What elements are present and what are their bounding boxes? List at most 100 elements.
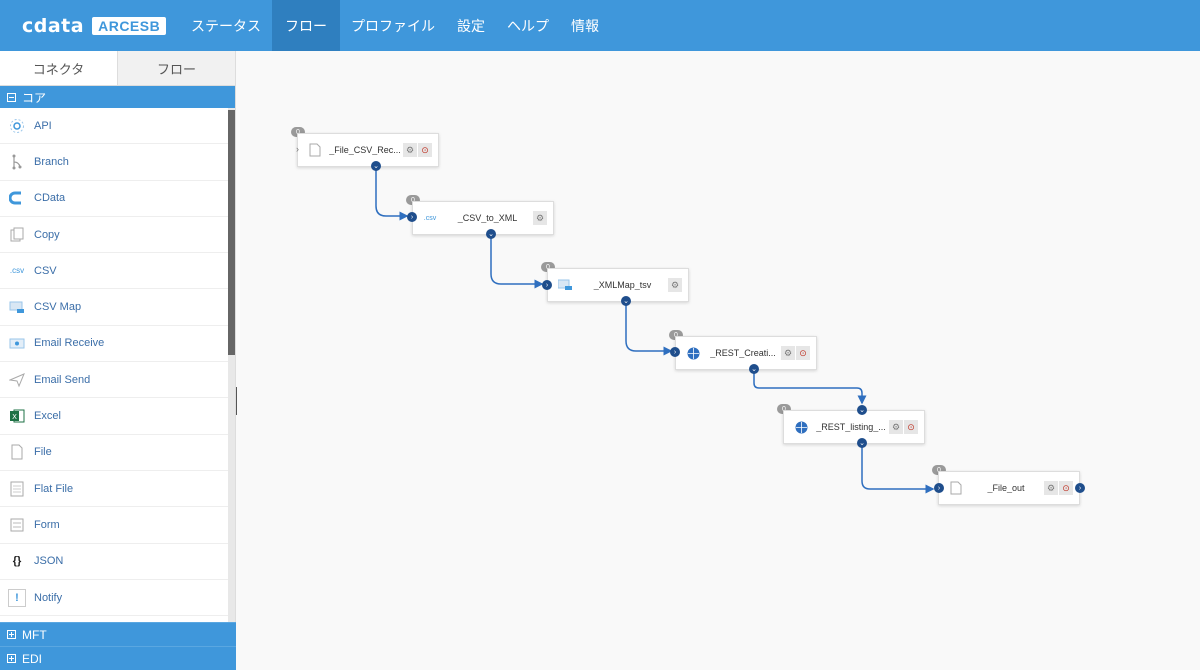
- connector-label: CSV Map: [34, 301, 82, 314]
- node-label: _File_CSV_Rec...: [329, 145, 401, 155]
- node-badge: 0: [932, 465, 946, 475]
- input-port[interactable]: ⌄: [857, 405, 867, 415]
- output-port[interactable]: ⌄: [371, 161, 381, 171]
- connector-item-branch[interactable]: Branch: [0, 144, 229, 181]
- connector-item-email-send[interactable]: Email Send: [0, 362, 229, 399]
- section-mft[interactable]: MFT: [0, 622, 236, 646]
- connector-item-excel[interactable]: X Excel: [0, 398, 229, 435]
- node-actions: ⚙ ⊙: [402, 143, 432, 157]
- rest-icon: [686, 346, 700, 360]
- flow-node-rest-creation[interactable]: _REST_Creati... ⚙ ⊙: [675, 336, 817, 370]
- gear-icon[interactable]: ⚙: [889, 420, 903, 434]
- node-actions: ⚙ ⊙: [780, 346, 810, 360]
- section-edi-label: EDI: [22, 651, 43, 666]
- connector-label: CSV: [34, 264, 57, 277]
- flow-node-file-csv-receive[interactable]: › _File_CSV_Rec... ⚙ ⊙: [296, 133, 439, 167]
- csv-map-icon: [8, 298, 26, 316]
- csv-icon: .csv: [9, 266, 25, 276]
- collapse-icon: [7, 92, 16, 102]
- xml-map-icon: [558, 278, 572, 292]
- flow-node-file-out[interactable]: _File_out ⚙ ⊙: [938, 471, 1080, 505]
- connector-item-file[interactable]: File: [0, 435, 229, 471]
- gear-icon[interactable]: ⚙: [533, 211, 547, 225]
- flow-node-xml-map-tsv[interactable]: _XMLMap_tsv ⚙: [547, 268, 689, 302]
- node-badge: 0: [291, 127, 305, 137]
- node-actions: ⚙ ⊙: [888, 420, 918, 434]
- stop-icon[interactable]: ⊙: [904, 420, 918, 434]
- connector-item-json[interactable]: {} JSON: [0, 544, 229, 580]
- input-port[interactable]: ›: [670, 347, 680, 357]
- section-mft-label: MFT: [22, 627, 47, 642]
- section-edi[interactable]: EDI: [0, 646, 236, 670]
- node-actions: ⚙: [532, 211, 547, 225]
- bottom-sections: MFT EDI: [0, 622, 236, 670]
- flow-connections: [375, 166, 935, 494]
- section-core[interactable]: コア: [0, 86, 235, 108]
- connector-label: File: [34, 446, 52, 459]
- connector-item-csv[interactable]: .csv CSV: [0, 253, 229, 290]
- node-label: _REST_listing_...: [816, 422, 886, 432]
- gear-icon[interactable]: ⚙: [668, 278, 682, 292]
- sidebar-scrollbar[interactable]: [228, 108, 235, 623]
- output-port[interactable]: ⌄: [486, 229, 496, 239]
- stop-icon[interactable]: ⊙: [418, 143, 432, 157]
- tab-flows[interactable]: フロー: [118, 51, 235, 85]
- form-icon: [8, 516, 26, 534]
- connection-5-6: [861, 443, 935, 494]
- output-port[interactable]: ⌄: [749, 364, 759, 374]
- nav-help[interactable]: ヘルプ: [507, 17, 549, 34]
- output-port[interactable]: ›: [1075, 483, 1085, 493]
- input-port[interactable]: ›: [407, 212, 417, 222]
- top-bar: cdata ARCESB ステータス フロー プロファイル 設定 ヘルプ 情報: [0, 0, 1200, 51]
- chevron-right-icon: ›: [296, 144, 299, 154]
- connector-item-form[interactable]: Form: [0, 507, 229, 544]
- connector-item-notify[interactable]: ! Notify: [0, 580, 229, 617]
- output-port[interactable]: ⌄: [857, 438, 867, 448]
- connector-label: Excel: [34, 410, 61, 423]
- flow-canvas[interactable]: 0 › _File_CSV_Rec... ⚙ ⊙ ⌄ 0 .csv _CSV_t…: [237, 51, 1200, 670]
- file-icon: [308, 143, 322, 157]
- gear-icon[interactable]: ⚙: [403, 143, 417, 157]
- connector-item-csv-map[interactable]: CSV Map: [0, 289, 229, 326]
- flow-node-csv-to-xml[interactable]: .csv _CSV_to_XML ⚙: [412, 201, 554, 235]
- sidebar: コネクタ フロー コア API Branch CData Copy .csv C…: [0, 51, 236, 670]
- input-port[interactable]: ›: [934, 483, 944, 493]
- connector-item-flat-file[interactable]: Flat File: [0, 471, 229, 508]
- node-label: _XMLMap_tsv: [593, 280, 652, 290]
- nav-status[interactable]: ステータス: [191, 17, 261, 34]
- output-port[interactable]: ⌄: [621, 296, 631, 306]
- file-icon: [949, 481, 963, 495]
- connector-item-cdata[interactable]: CData: [0, 181, 229, 217]
- section-core-label: コア: [22, 90, 47, 105]
- connector-label: API: [34, 119, 52, 132]
- nav-info[interactable]: 情報: [571, 17, 599, 34]
- flow-node-rest-listing[interactable]: _REST_listing_... ⚙ ⊙: [783, 410, 925, 444]
- email-send-icon: [8, 371, 26, 389]
- node-badge: 0: [669, 330, 683, 340]
- connection-4-5: [753, 369, 867, 405]
- gear-icon[interactable]: ⚙: [1044, 481, 1058, 495]
- node-badge: 0: [777, 404, 791, 414]
- connector-label: Form: [34, 518, 60, 531]
- connector-label: Notify: [34, 591, 63, 604]
- gear-icon[interactable]: ⚙: [781, 346, 795, 360]
- tab-connectors[interactable]: コネクタ: [0, 51, 118, 85]
- svg-text:X: X: [12, 413, 17, 421]
- stop-icon[interactable]: ⊙: [796, 346, 810, 360]
- scroll-thumb[interactable]: [228, 110, 235, 355]
- node-label: _CSV_to_XML: [457, 213, 518, 223]
- nav-flow[interactable]: フロー: [272, 0, 340, 51]
- stop-icon[interactable]: ⊙: [1059, 481, 1073, 495]
- node-actions: ⚙ ⊙: [1043, 481, 1073, 495]
- nav-profile[interactable]: プロファイル: [351, 17, 435, 34]
- logo[interactable]: cdata ARCESB: [0, 15, 180, 37]
- connector-item-email-receive[interactable]: Email Receive: [0, 326, 229, 363]
- connector-item-api[interactable]: API: [0, 108, 229, 145]
- input-port[interactable]: ›: [542, 280, 552, 290]
- flat-file-icon: [8, 480, 26, 498]
- excel-icon: X: [8, 407, 26, 425]
- connector-item-copy[interactable]: Copy: [0, 217, 229, 254]
- logo-brand: cdata: [22, 14, 85, 37]
- copy-icon: [8, 226, 26, 244]
- nav-settings[interactable]: 設定: [457, 17, 485, 34]
